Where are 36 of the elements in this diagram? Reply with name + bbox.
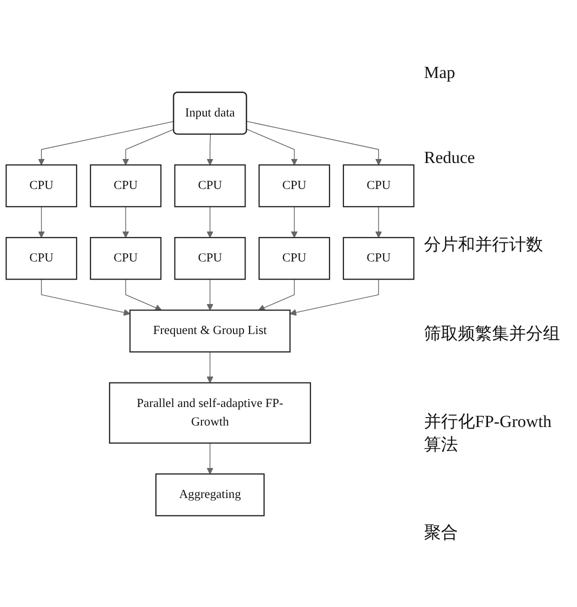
arrow [122, 206, 130, 238]
node-box: CPU [90, 236, 162, 280]
node-box: Aggregating [155, 472, 265, 516]
annotation-text: 聚合 [424, 522, 459, 544]
node-box: CPU [6, 236, 78, 280]
node-box: Parallel and self-adaptive FP-Growth [108, 382, 312, 444]
node-box: CPU [6, 164, 78, 207]
annotation-text: Reduce [424, 148, 476, 168]
arrow [290, 278, 379, 316]
arrow [206, 134, 214, 165]
node-box: CPU [342, 236, 414, 280]
arrow [38, 120, 174, 165]
node-box: CPU [90, 164, 162, 207]
arrow [206, 206, 214, 238]
arrow [206, 278, 214, 310]
arrow [375, 206, 382, 238]
arrow [246, 120, 382, 165]
annotation-text: Map [424, 62, 456, 83]
arrow [122, 128, 174, 165]
arrow [206, 351, 214, 383]
annotation-text: 分片和并行计数 [424, 234, 544, 256]
node-box: CPU [258, 236, 330, 280]
arrow [38, 206, 45, 238]
annotation-text: 筛取频繁集并分组 [424, 322, 561, 345]
node-box: CPU [342, 164, 414, 207]
arrow [41, 278, 130, 316]
arrow [290, 206, 298, 238]
arrow [206, 442, 214, 474]
node-box: CPU [258, 164, 330, 207]
arrow [125, 278, 162, 310]
arrow [246, 128, 298, 165]
annotation-text: 并行化FP-Growth算法 [424, 410, 553, 456]
node-box: CPU [174, 164, 246, 207]
node-box: Frequent & Group List [129, 309, 291, 352]
arrow [258, 278, 295, 310]
node-box: CPU [174, 236, 246, 280]
